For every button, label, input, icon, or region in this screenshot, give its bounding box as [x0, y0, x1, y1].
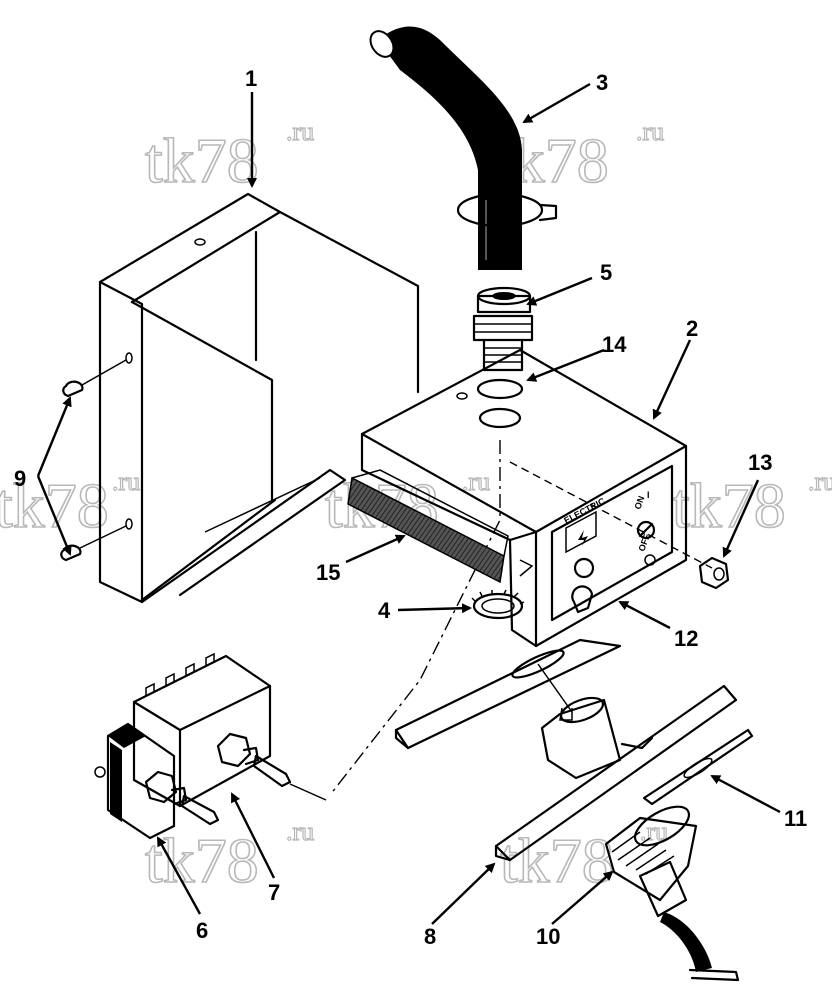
callout-3: 3	[596, 70, 608, 95]
callout-9: 9	[14, 466, 26, 491]
hole-plugs	[60, 359, 127, 562]
callout-labels: 1 3 5 14 2 13 9 15 4 12 11 6 7 8 10	[14, 66, 807, 949]
hose	[369, 26, 522, 270]
lock-ring	[471, 589, 525, 620]
watermark-group: tk78 .ru tk78 .ru tk78 .ru tk78 .ru tk78…	[0, 116, 832, 896]
svg-text:.ru: .ru	[286, 117, 314, 146]
svg-text:.ru: .ru	[286, 817, 314, 846]
switch-leader-line	[289, 783, 327, 801]
svg-text:tk78: tk78	[0, 470, 109, 541]
panel-label-one: I	[647, 490, 650, 500]
callout-13: 13	[748, 450, 772, 475]
toggle-switch-6	[94, 722, 220, 840]
svg-text:.ru: .ru	[636, 117, 664, 146]
callout-8: 8	[424, 924, 436, 949]
o-ring	[476, 378, 524, 400]
hose-fitting	[472, 286, 534, 372]
svg-text:.ru: .ru	[808, 467, 832, 496]
callout-7: 7	[268, 880, 280, 905]
panel-label-on: ON	[632, 495, 646, 511]
gasket-plate	[642, 728, 754, 806]
panel-label-electric: ELECTRIC	[562, 496, 607, 526]
svg-text:tk78: tk78	[500, 825, 614, 896]
toggle-switch-7	[132, 652, 292, 808]
callout-14: 14	[602, 332, 627, 357]
callout-12: 12	[674, 626, 698, 651]
control-box	[329, 348, 713, 796]
callout-11: 11	[784, 806, 807, 831]
callout-15: 15	[316, 560, 340, 585]
wedge-base	[394, 638, 622, 750]
watermark-bottom-right: tk78 .ru	[499, 816, 669, 896]
hex-nut	[698, 556, 730, 590]
cable-connector	[604, 805, 740, 982]
callout-6: 6	[196, 918, 208, 943]
svg-text:tk78: tk78	[145, 125, 259, 196]
callout-10: 10	[536, 924, 560, 949]
callout-4: 4	[378, 598, 391, 623]
svg-text:.ru: .ru	[112, 467, 140, 496]
watermark-top-left: tk78 .ru	[144, 116, 315, 196]
svg-text:tk78: tk78	[672, 470, 786, 541]
callout-5: 5	[600, 260, 612, 285]
filter-strip	[347, 469, 509, 584]
svg-text:tk78: tk78	[145, 825, 259, 896]
hose-clamp	[456, 192, 558, 228]
watermark-mid-left: tk78 .ru	[0, 466, 141, 541]
cover-bracket	[98, 192, 420, 604]
callout-2: 2	[686, 316, 698, 341]
callout-1: 1	[245, 66, 257, 91]
callout-leaders	[36, 82, 781, 925]
watermark-mid-right: tk78 .ru	[671, 466, 832, 541]
electrode-arm	[494, 684, 738, 862]
